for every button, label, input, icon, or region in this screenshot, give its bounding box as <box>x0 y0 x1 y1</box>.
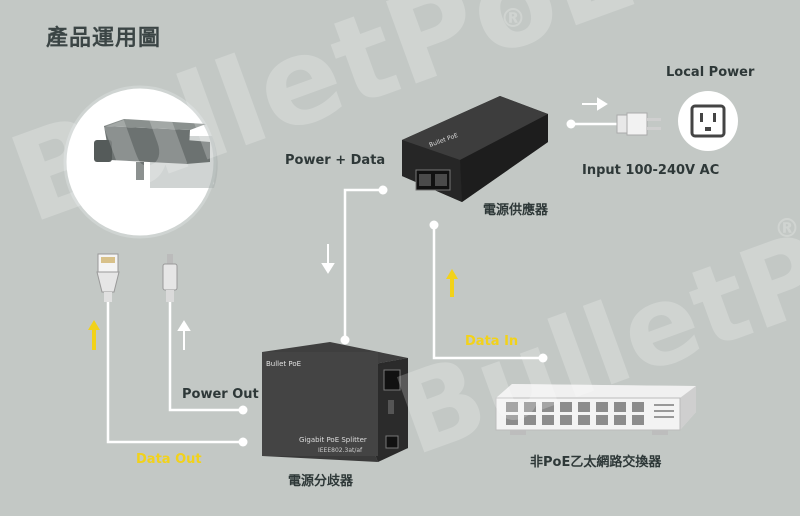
arrow-up-data-in <box>446 269 458 297</box>
dot <box>538 353 548 363</box>
label-switch: 非PoE乙太網路交換器 <box>530 455 662 470</box>
label-camera: 非PoE IP攝影機 <box>92 200 191 215</box>
network-switch-icon <box>495 384 696 435</box>
dot <box>238 437 248 447</box>
dot <box>429 220 439 230</box>
dot <box>238 405 248 415</box>
ac-plug-icon <box>616 112 661 136</box>
ip-camera-icon <box>63 85 218 239</box>
label-data-in: Data In <box>465 334 519 349</box>
arrow-up-data-out <box>88 320 100 350</box>
splitter-model: Gigabit PoE Splitter <box>299 436 367 444</box>
arrow-up-power-out <box>177 320 191 350</box>
dot <box>340 335 350 345</box>
connector-dots <box>238 119 576 447</box>
line-dataout <box>106 300 243 444</box>
rj45-plug-icon <box>96 253 120 302</box>
poe-splitter <box>262 342 408 462</box>
line-splitter-to-injector <box>343 188 383 340</box>
line-injector-to-switch <box>432 225 543 360</box>
dot <box>566 119 576 129</box>
arrow-right-ac <box>582 97 608 111</box>
label-power-out: Power Out <box>182 387 259 402</box>
poe-injector <box>402 96 548 202</box>
page-title: 產品運用圖 <box>46 26 162 51</box>
label-splitter: 電源分歧器 <box>288 474 354 489</box>
label-power-data: Power + Data <box>285 153 386 168</box>
label-data-out: Data Out <box>136 452 202 467</box>
dot <box>378 185 388 195</box>
dc-plug-icon <box>162 254 178 302</box>
splitter-brand: Bullet PoE <box>266 360 301 368</box>
label-injector: 電源供應器 <box>483 203 549 218</box>
splitter-standard: IEEE802.3at/af <box>318 447 363 454</box>
arrow-down-power-data <box>321 244 335 274</box>
label-local-power: Local Power <box>666 65 755 80</box>
label-input-ac: Input 100-240V AC <box>582 163 720 178</box>
wall-outlet-icon <box>678 91 738 151</box>
line-powerout <box>168 300 243 412</box>
